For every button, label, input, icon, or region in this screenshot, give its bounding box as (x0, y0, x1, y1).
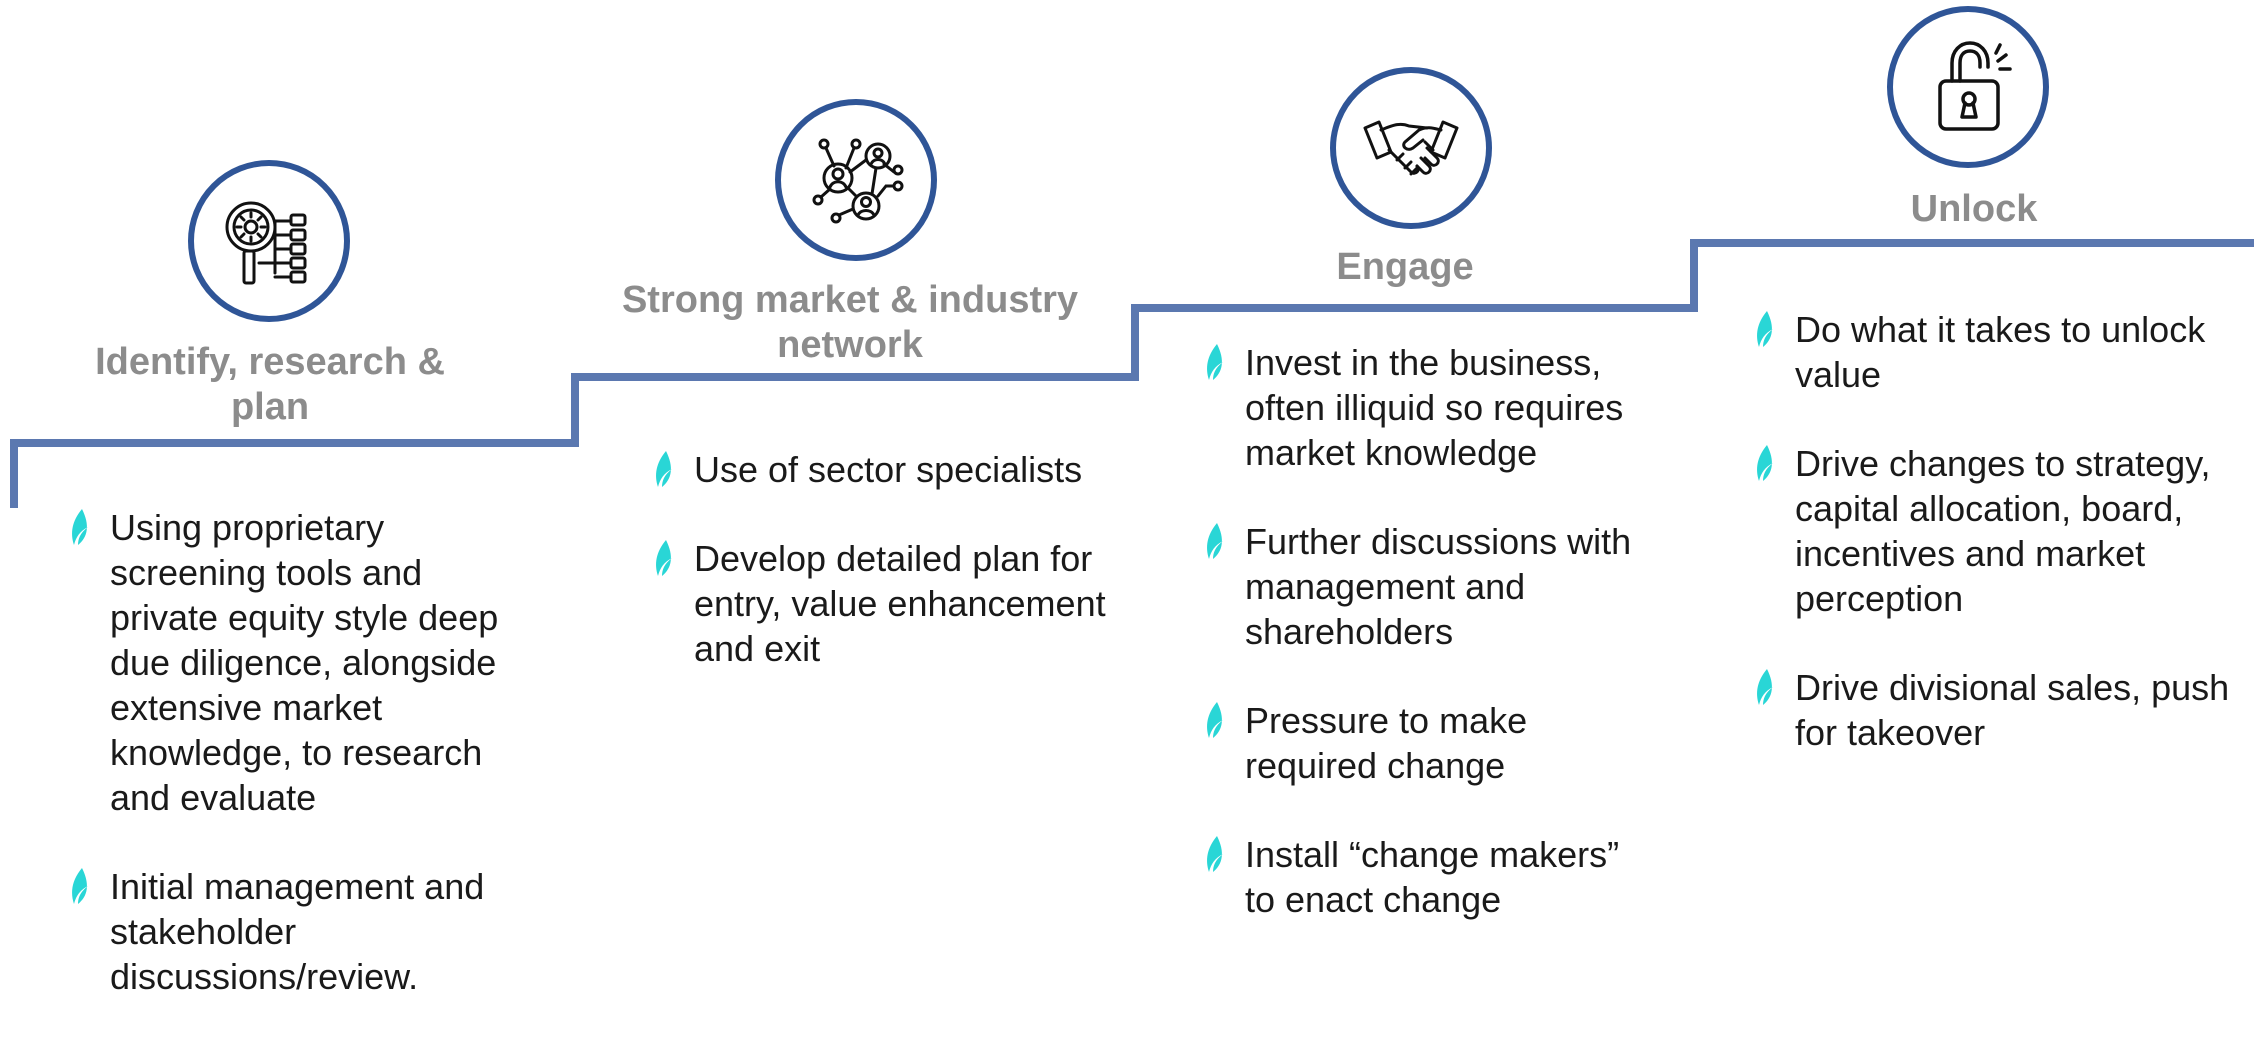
teal-leaf-bullet-icon (656, 451, 672, 487)
list-item: Develop detailed plan for entry, value e… (652, 536, 1132, 671)
list-item: Use of sector specialists (652, 447, 1132, 492)
bullet-text: Drive changes to strategy, capital alloc… (1795, 443, 2211, 619)
teal-leaf-bullet-icon (656, 540, 672, 576)
teal-leaf-bullet-icon (1207, 702, 1223, 738)
step-1-bullets: Using proprietary screening tools and pr… (68, 505, 538, 1043)
step-2-bullets: Use of sector specialists Develop detail… (652, 447, 1132, 715)
bullet-text: Pressure to make required change (1245, 700, 1528, 786)
step-3-bullets: Invest in the business, often illiquid s… (1203, 340, 1633, 966)
teal-leaf-bullet-icon (1757, 311, 1773, 347)
handshake-icon (1363, 120, 1459, 176)
teal-leaf-bullet-icon (1207, 523, 1223, 559)
teal-leaf-bullet-icon (72, 509, 88, 545)
bullet-text: Use of sector specialists (694, 449, 1083, 490)
bullet-text: Drive divisional sales, push for takeove… (1795, 667, 2230, 753)
step-2-icon-circle (775, 99, 937, 261)
bullet-text: Using proprietary screening tools and pr… (110, 507, 499, 818)
step-3-title: Engage (1336, 246, 1474, 288)
people-network-icon (812, 138, 904, 224)
bullet-text: Develop detailed plan for entry, value e… (694, 538, 1106, 669)
bullet-text: Further discussions with management and … (1245, 521, 1632, 652)
list-item: Pressure to make required change (1203, 698, 1633, 788)
staircase-line (10, 239, 2254, 508)
bullet-text: Initial management and stakeholder discu… (110, 866, 485, 997)
step-4-bullets: Do what it takes to unlock value Drive c… (1753, 307, 2233, 799)
step-1-icon-circle (188, 160, 350, 322)
bullet-text: Do what it takes to unlock value (1795, 309, 2206, 395)
step-4-icon-circle (1887, 6, 2049, 168)
list-item: Initial management and stakeholder discu… (68, 864, 538, 999)
step-1-title: Identify, research & plan (95, 341, 445, 428)
search-gear-network-icon (225, 201, 307, 285)
list-item: Drive divisional sales, push for takeove… (1753, 665, 2233, 755)
bullet-text: Install “change makers” to enact change (1245, 834, 1620, 920)
teal-leaf-bullet-icon (72, 868, 88, 904)
list-item: Using proprietary screening tools and pr… (68, 505, 538, 820)
step-2-title: Strong market & industry network (621, 279, 1079, 366)
teal-leaf-bullet-icon (1207, 836, 1223, 872)
teal-leaf-bullet-icon (1757, 669, 1773, 705)
bullet-text: Invest in the business, often illiquid s… (1245, 342, 1624, 473)
list-item: Do what it takes to unlock value (1753, 307, 2233, 397)
teal-leaf-bullet-icon (1207, 344, 1223, 380)
list-item: Further discussions with management and … (1203, 519, 1633, 654)
list-item: Install “change makers” to enact change (1203, 832, 1633, 922)
step-3-icon-circle (1330, 67, 1492, 229)
unlocked-padlock-icon (1938, 41, 2012, 131)
step-4-title: Unlock (1910, 188, 2038, 230)
teal-leaf-bullet-icon (1757, 445, 1773, 481)
list-item: Drive changes to strategy, capital alloc… (1753, 441, 2233, 621)
list-item: Invest in the business, often illiquid s… (1203, 340, 1633, 475)
